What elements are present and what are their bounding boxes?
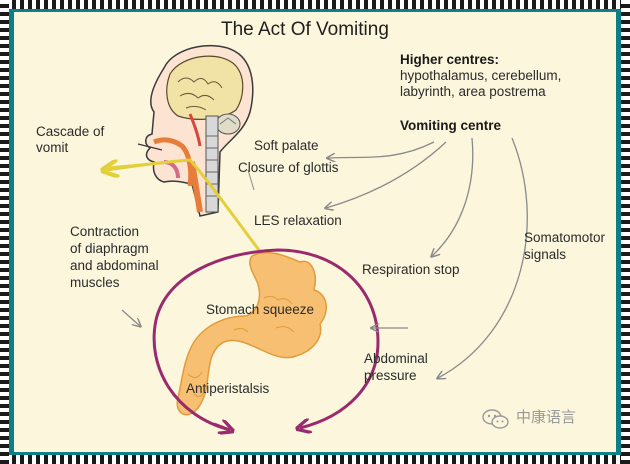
head-cross-section xyxy=(137,44,254,217)
les-relaxation-label: LES relaxation xyxy=(254,213,342,228)
closure-glottis-label: Closure of glottis xyxy=(238,160,339,175)
contraction-label-line-2: of diaphragm xyxy=(70,241,149,256)
stomach-squeeze-label: Stomach squeeze xyxy=(206,302,315,317)
higher-centres-heading: Higher centres: xyxy=(400,52,500,67)
soft-palate-label: Soft palate xyxy=(254,138,319,153)
abdominal-pressure-label-line-1: Abdominal xyxy=(364,351,428,366)
contraction-label-line-1: Contraction xyxy=(70,224,140,239)
higher-centres-line-1: hypothalamus, cerebellum, xyxy=(400,68,562,83)
stomach-illustration xyxy=(176,251,327,416)
higher-centres-line-2: labyrinth, area postrema xyxy=(400,84,546,99)
diagram-title: The Act Of Vomiting xyxy=(221,19,389,40)
frame-dash-right xyxy=(621,0,630,464)
antiperistalsis-label: Antiperistalsis xyxy=(186,381,270,396)
frame-dash-bottom xyxy=(0,455,630,464)
frame-dash-top xyxy=(0,0,630,9)
wechat-logo-icon xyxy=(482,409,509,429)
contraction-label-line-4: muscles xyxy=(70,275,120,290)
cascade-label-line-2: vomit xyxy=(36,140,69,155)
somatomotor-label-line-1: Somatomotor xyxy=(524,230,606,245)
vomit-path xyxy=(106,158,278,273)
frame-dash-left xyxy=(0,0,9,464)
signal-arrows xyxy=(121,137,528,378)
contraction-label-line-3: and abdominal xyxy=(70,258,159,273)
somatomotor-label-line-2: signals xyxy=(524,247,567,262)
respiration-stop-label: Respiration stop xyxy=(362,262,460,277)
abdominal-pressure-label-line-2: pressure xyxy=(364,368,417,383)
diagram-artwork xyxy=(14,44,528,452)
cascade-label-line-1: Cascade of xyxy=(36,124,105,139)
watermark-text: 中康语言 xyxy=(516,408,577,426)
diagram-panel: The Act Of Vomiting Higher centres: hypo… xyxy=(14,12,616,452)
vomiting-centre-label: Vomiting centre xyxy=(400,118,502,133)
pressure-arrows xyxy=(152,248,380,430)
